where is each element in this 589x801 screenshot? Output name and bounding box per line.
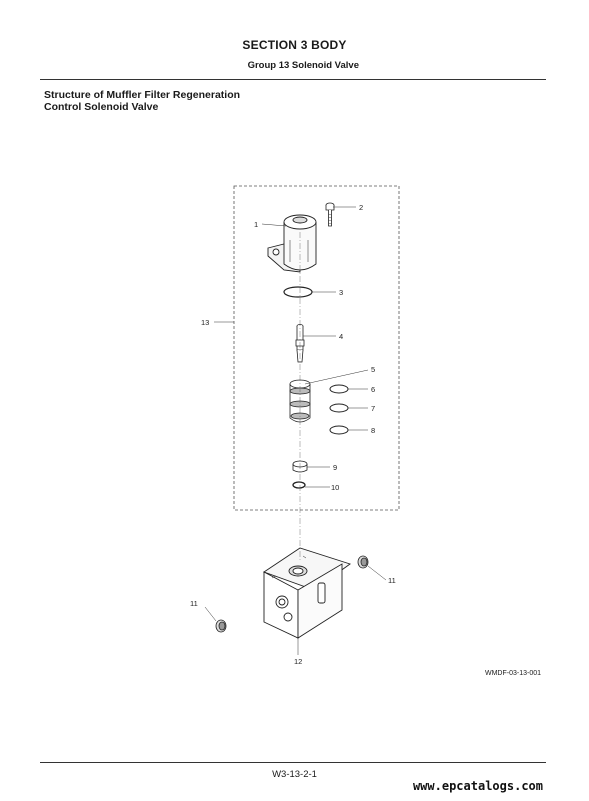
callout-2: 2 bbox=[359, 203, 363, 212]
footer-divider bbox=[40, 762, 546, 763]
plug-part-11-right bbox=[357, 555, 369, 569]
callout-11-right: 11 bbox=[388, 576, 396, 585]
o-ring-7 bbox=[329, 403, 349, 413]
watermark-url[interactable]: www.epcatalogs.com bbox=[412, 779, 543, 793]
header-divider bbox=[40, 79, 546, 80]
ring-part-10 bbox=[292, 481, 306, 489]
o-ring-6 bbox=[329, 384, 349, 394]
callout-8: 8 bbox=[371, 426, 375, 435]
page-number: W3-13-2-1 bbox=[272, 769, 317, 780]
callout-1: 1 bbox=[254, 220, 258, 229]
solenoid-coil-part bbox=[267, 214, 317, 273]
callout-3: 3 bbox=[339, 288, 343, 297]
callout-13: 13 bbox=[201, 318, 209, 327]
callout-4: 4 bbox=[339, 332, 343, 341]
group-title: Group 13 Solenoid Valve bbox=[247, 60, 359, 71]
plug-part-11-left bbox=[215, 619, 227, 633]
valve-body-part bbox=[263, 547, 351, 639]
callout-11-left: 11 bbox=[190, 599, 198, 608]
figure-code: WMDF-03-13-001 bbox=[484, 670, 541, 677]
callout-6: 6 bbox=[371, 385, 375, 394]
callout-7: 7 bbox=[371, 404, 375, 413]
callout-12: 12 bbox=[294, 657, 302, 666]
structure-heading-line-1: Structure of Muffler Filter Regeneration bbox=[44, 89, 241, 101]
callout-10: 10 bbox=[331, 483, 339, 492]
o-ring-8 bbox=[329, 425, 349, 435]
o-ring-3 bbox=[283, 286, 313, 298]
screw-part bbox=[325, 202, 335, 227]
callout-9: 9 bbox=[333, 463, 337, 472]
structure-heading: Structure of Muffler Filter Regeneration… bbox=[44, 89, 240, 113]
section-title: SECTION 3 BODY bbox=[242, 38, 347, 52]
assembly-boundary bbox=[233, 185, 400, 511]
callout-5: 5 bbox=[371, 365, 375, 374]
leader-lines bbox=[204, 206, 387, 655]
structure-heading-line-2: Control Solenoid Valve bbox=[44, 101, 159, 113]
